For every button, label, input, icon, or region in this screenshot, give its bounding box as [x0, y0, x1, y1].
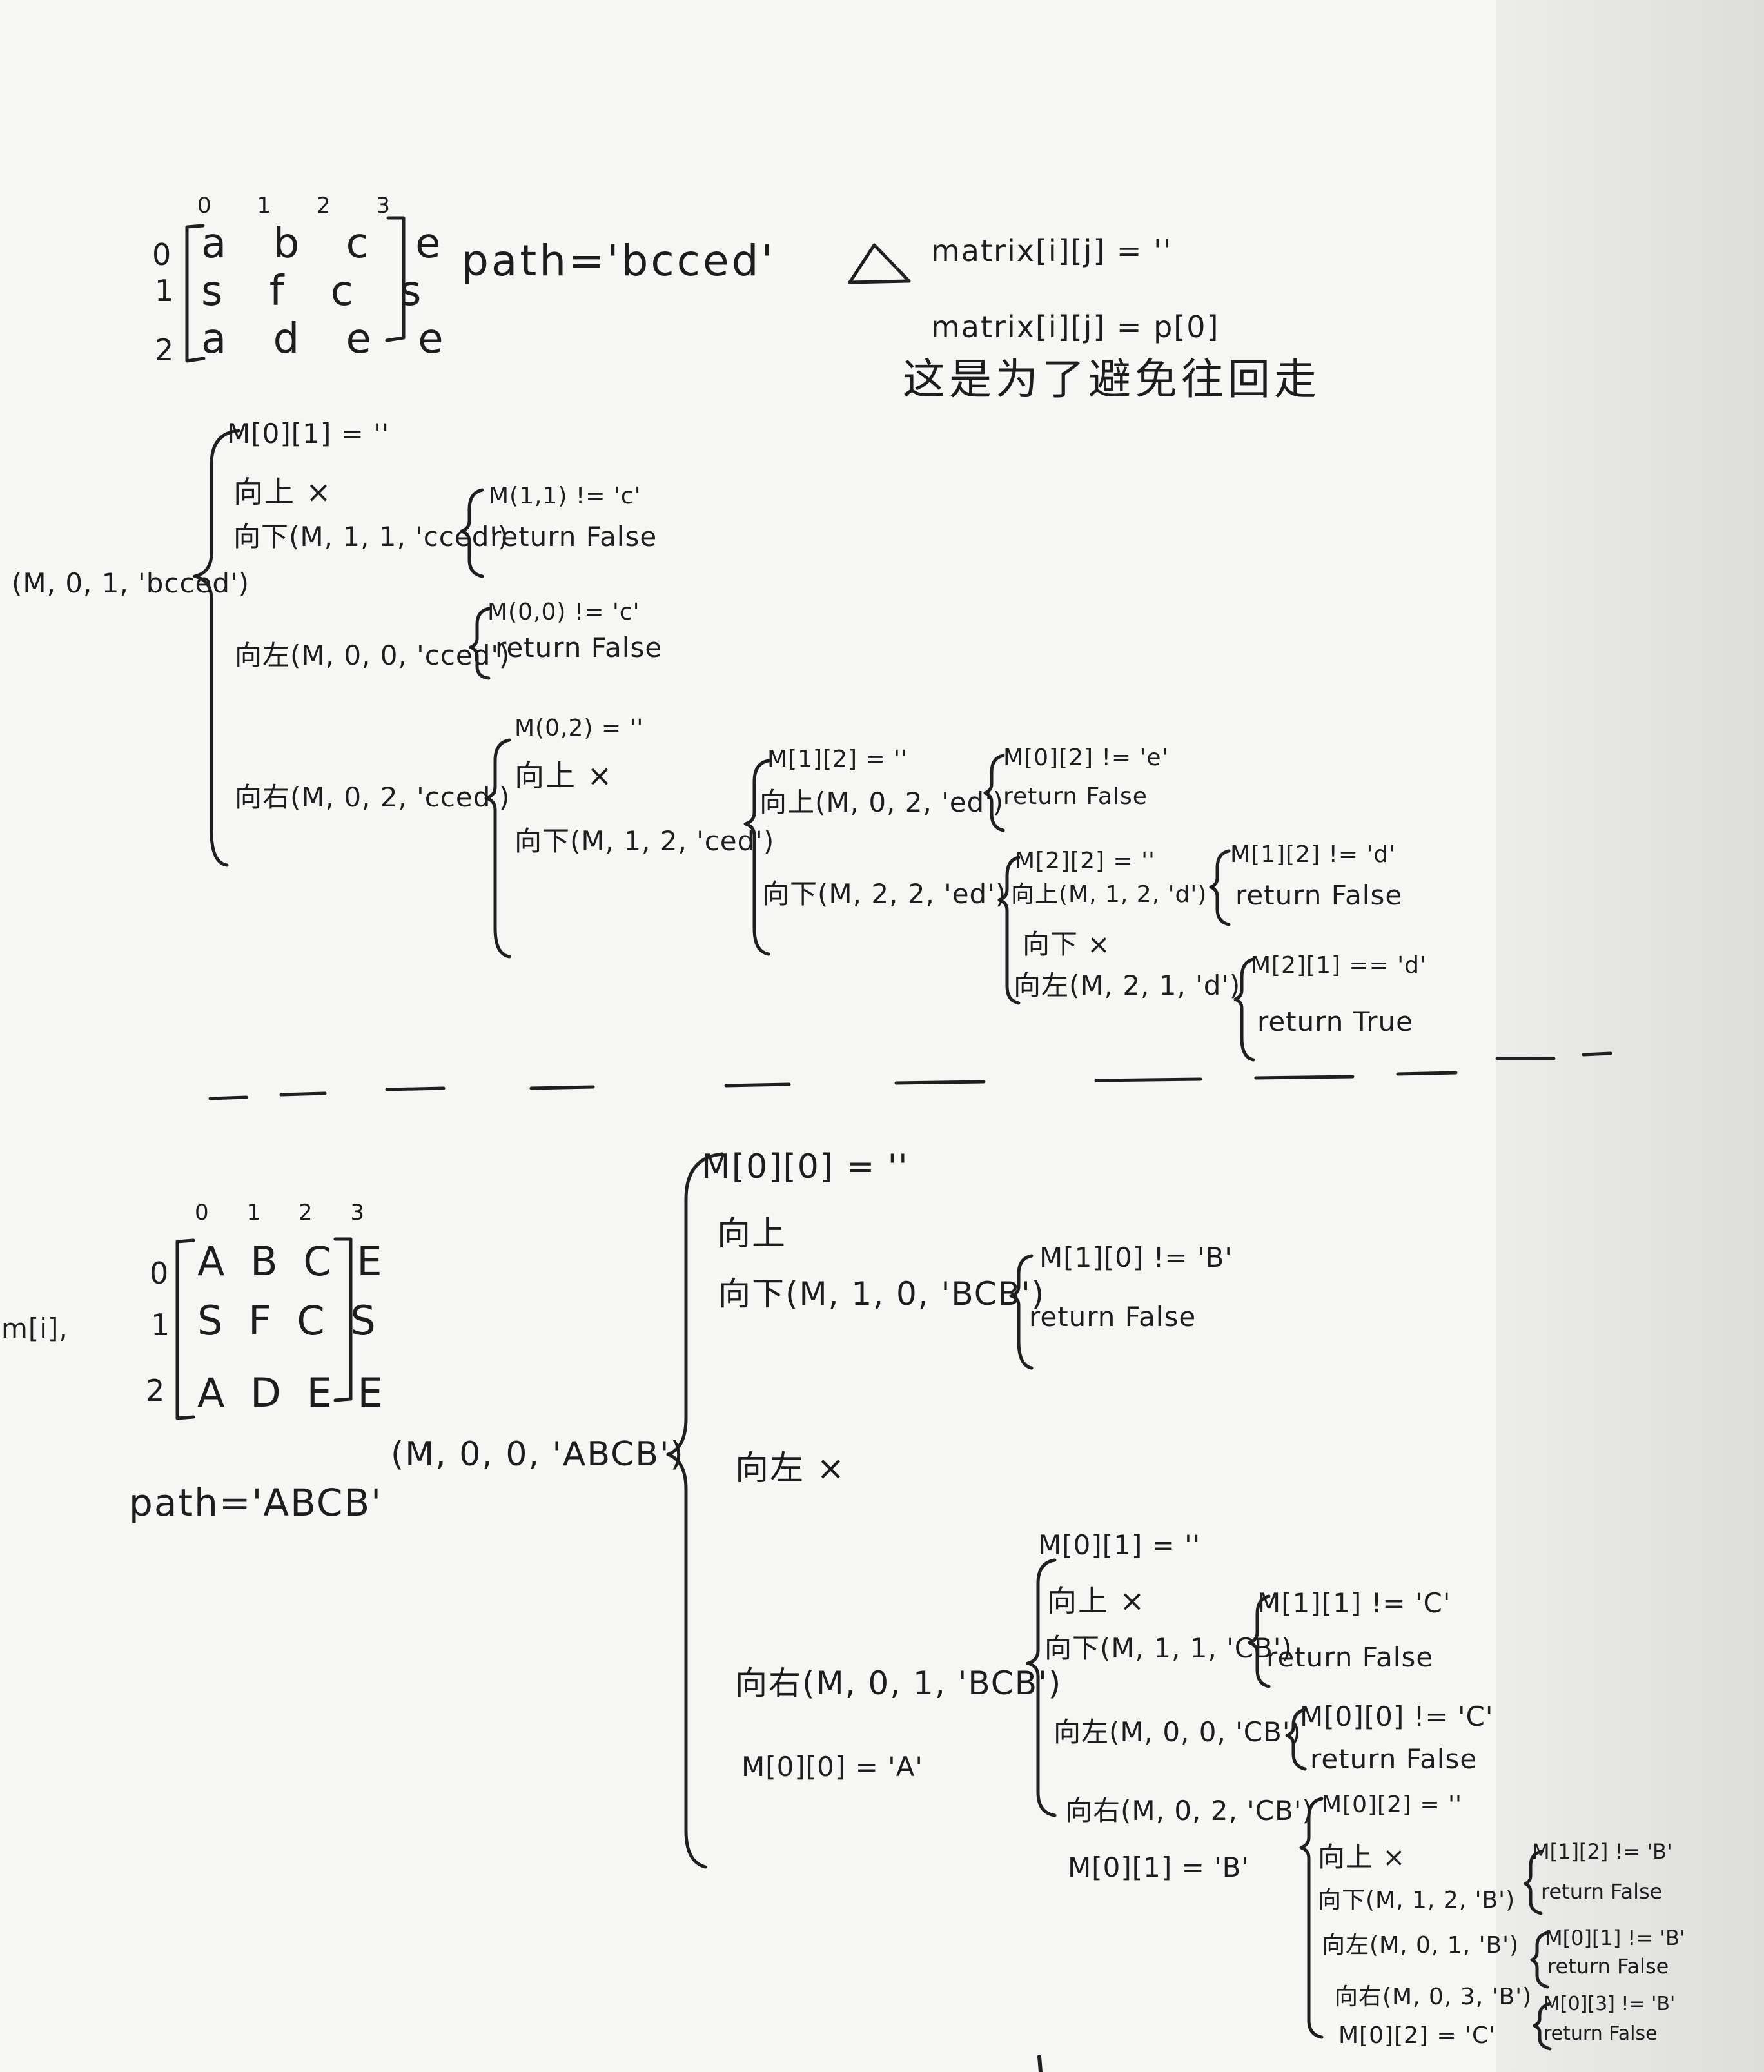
tree-result: M[0][2] != 'e': [1003, 745, 1169, 771]
matrix-row-index: 0: [150, 1256, 170, 1291]
tree-result: M(1,1) != 'c': [489, 483, 642, 509]
tree-result: return True: [1257, 1006, 1413, 1037]
tree-result: M[1][2] != 'd': [1230, 841, 1396, 868]
tree-result: return False: [1235, 879, 1403, 911]
tree-node: 向左(M, 0, 1, 'B'): [1322, 1932, 1520, 1959]
tree-result: M(0,0) != 'c': [487, 599, 640, 625]
paper-shadow: [1496, 0, 1764, 2072]
tree-node: M[0][1] = '': [1038, 1529, 1201, 1561]
tree-node: M[2][2] = '': [1015, 848, 1155, 874]
tree-node: 向上: [717, 1215, 787, 1253]
tree-node: 向上 ×: [233, 474, 333, 509]
tree-node: M[0][2] = 'C': [1338, 2022, 1496, 2049]
matrix-col-index: 0 1 2 3: [197, 193, 409, 219]
matrix-row-index: 2: [146, 1373, 166, 1408]
tree-node: M[0][0] = 'A': [741, 1751, 923, 1783]
tree-result: M[1][1] != 'C': [1257, 1587, 1451, 1619]
note-line: matrix[i][j] = '': [931, 233, 1173, 268]
tree-result: return False: [1541, 1879, 1663, 1904]
tree-node: M[0][1] = 'B': [1068, 1852, 1250, 1883]
tree-node: 向右(M, 0, 2, 'CB'): [1065, 1795, 1313, 1826]
tree-node: 向下(M, 1, 1, 'cced'): [233, 521, 509, 552]
matrix-row-index: 1: [151, 1307, 172, 1342]
matrix-row-index: 0: [152, 237, 173, 272]
brace-cb-right-branch: [1299, 1797, 1324, 2039]
tree-result: return False: [1547, 1954, 1669, 1979]
matrix-row: s f c s: [201, 268, 438, 315]
tree-result: return False: [495, 632, 663, 663]
tree-node: 向下 ×: [1023, 928, 1111, 960]
tree-node: 向上 ×: [514, 758, 614, 793]
tree-node: M[0][1] = '': [227, 418, 390, 449]
tree-node: 向下(M, 1, 0, 'BCB'): [718, 1275, 1046, 1313]
matrix-row: a d e e: [201, 315, 460, 363]
path-label: path='ABCB': [129, 1481, 383, 1525]
path-label: path='bcced': [462, 236, 776, 286]
brace-tree2-root: [666, 1152, 724, 1869]
tree-root: (M, 0, 1, 'bcced'): [12, 567, 250, 599]
tree-node: 向左 ×: [735, 1449, 847, 1488]
note-line: 这是为了避免往回走: [903, 355, 1320, 404]
tree-node: M[0][0] = '': [701, 1148, 909, 1186]
brace-right-branch: [484, 738, 511, 959]
tree-result: M[0][1] != 'B': [1545, 1926, 1685, 1950]
tree-node: 向左(M, 0, 0, 'CB'): [1054, 1716, 1302, 1748]
tree-root: (M, 0, 0, 'ABCB'): [391, 1435, 685, 1474]
tree-result: return False: [1266, 1641, 1434, 1673]
note-line: matrix[i][j] = p[0]: [931, 309, 1220, 344]
tree-node: 向下(M, 2, 2, 'ed'): [762, 878, 1007, 910]
tree-node: 向左(M, 0, 0, 'cced'): [235, 640, 511, 671]
tree-result: return False: [1003, 783, 1148, 810]
tree-node: 向上 ×: [1047, 1583, 1146, 1618]
tree-node: 向上(M, 1, 2, 'd'): [1011, 881, 1208, 908]
matrix-col-index: 0 1 2 3: [195, 1200, 380, 1226]
brace-tree1-root: [193, 429, 240, 867]
tree-node: 向上 ×: [1318, 1841, 1406, 1873]
tree-node: 向左(M, 2, 1, 'd'): [1014, 970, 1241, 1001]
matrix-row: a b c e: [201, 220, 458, 268]
separator-dash: [208, 1051, 1612, 1100]
matrix-row-index: 1: [155, 273, 175, 308]
matrix-bracket-left-2: [175, 1238, 195, 1420]
triangle-icon: [848, 243, 911, 284]
tree-result: M[0][3] != 'B': [1544, 1993, 1676, 2015]
tree-node: 向上(M, 0, 2, 'ed'): [760, 787, 1004, 818]
tree-node: 向右(M, 0, 1, 'BCB'): [735, 1665, 1063, 1702]
tree-node: 向右(M, 0, 3, 'B'): [1335, 1984, 1533, 2010]
brace-up-d: [1209, 849, 1231, 926]
tree-result: return False: [490, 521, 658, 552]
tree-result: M[2][1] == 'd': [1251, 952, 1427, 979]
tree-node: 向下(M, 1, 2, 'ced'): [514, 825, 775, 857]
page-edge-mark: [1037, 2055, 1043, 2072]
matrix-row-index: 2: [155, 333, 175, 367]
matrix-row: S F C S: [197, 1297, 382, 1344]
tree-node: M[1][2] = '': [767, 746, 908, 772]
tree-result: M[0][0] != 'C': [1300, 1701, 1494, 1732]
tree-result: return False: [1544, 2022, 1658, 2045]
matrix-row: A D E E: [197, 1369, 389, 1416]
tree-node: M[0][2] = '': [1322, 1792, 1462, 1818]
matrix-row: A B C E: [197, 1238, 389, 1285]
tree-node: 向下(M, 1, 2, 'B'): [1318, 1887, 1516, 1913]
tree-node: 向右(M, 0, 2, 'cced'): [235, 781, 511, 813]
matrix-label: m[i],: [1, 1313, 68, 1344]
tree-result: return False: [1029, 1301, 1197, 1333]
tree-result: M[1][0] != 'B': [1039, 1242, 1233, 1273]
tree-result: M[1][2] != 'B': [1532, 1839, 1672, 1864]
tree-result: return False: [1310, 1743, 1478, 1775]
tree-node: M(0,2) = '': [514, 715, 644, 741]
tree-node: 向下(M, 1, 1, 'CB'): [1044, 1632, 1293, 1664]
